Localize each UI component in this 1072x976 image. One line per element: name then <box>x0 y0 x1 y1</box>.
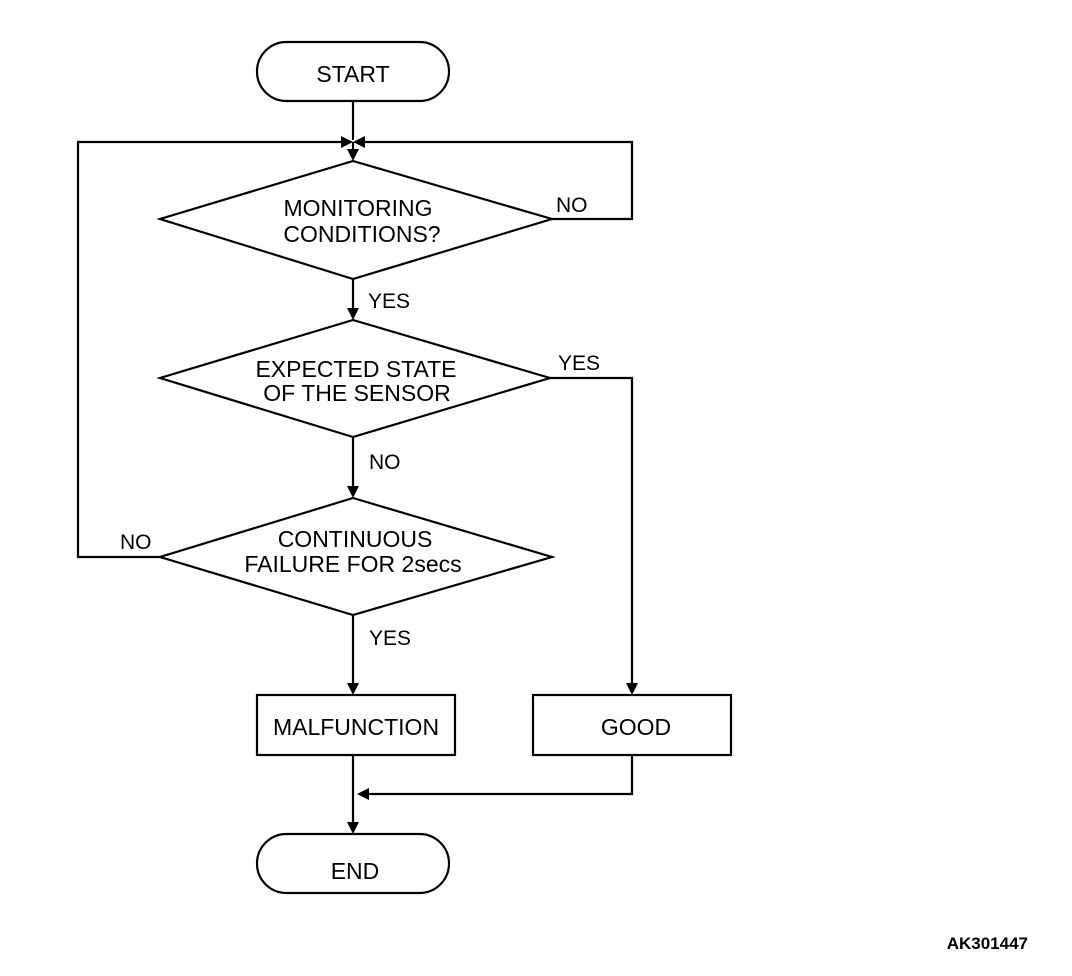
arrowhead-into-good <box>626 683 638 695</box>
start-label: START <box>316 61 389 87</box>
connector-failure-no-loop <box>76 140 341 559</box>
arrowhead-into-malfunction <box>347 683 359 695</box>
start-node: START <box>255 40 451 103</box>
expected-yes-label: YES <box>558 352 600 375</box>
monitoring-conditions-label-line2: CONDITIONS? <box>283 221 440 247</box>
arrowhead-into-end <box>347 822 359 834</box>
connector-expected-yes-to-good <box>550 376 634 683</box>
failure-yes-label: YES <box>369 627 411 650</box>
monitoring-conditions-label-line1: MONITORING <box>283 195 432 221</box>
expected-state-label-line1: EXPECTED STATE <box>255 356 456 382</box>
connector-monitoring-no-loop <box>365 140 634 221</box>
failure-no-label: NO <box>120 531 152 554</box>
continuous-failure-decision: CONTINUOUS FAILURE FOR 2secs <box>156 496 556 617</box>
end-node: END <box>255 832 451 895</box>
monitoring-yes-label: YES <box>368 290 410 313</box>
arrowhead-monitoring-no-loop <box>353 136 365 148</box>
continuous-failure-label-line2: FAILURE FOR 2secs <box>244 551 461 577</box>
figure-id-label: AK301447 <box>946 934 1028 953</box>
monitoring-no-label: NO <box>556 194 588 217</box>
arrowhead-good-merge <box>357 788 369 800</box>
good-label: GOOD <box>601 714 671 740</box>
connector-good-to-merge <box>369 755 634 796</box>
expected-state-decision: EXPECTED STATE OF THE SENSOR <box>156 318 554 439</box>
continuous-failure-label-line1: CONTINUOUS <box>278 526 433 552</box>
expected-state-label-line2: OF THE SENSOR <box>263 380 450 406</box>
malfunction-node: MALFUNCTION <box>255 693 457 757</box>
arrowhead-into-failure <box>347 486 359 498</box>
arrowhead-into-monitoring <box>347 149 359 161</box>
good-node: GOOD <box>531 693 733 757</box>
end-label: END <box>331 858 380 884</box>
arrowhead-into-expected <box>347 308 359 320</box>
malfunction-box <box>255 693 457 757</box>
expected-no-label: NO <box>369 451 401 474</box>
monitoring-conditions-decision: MONITORING CONDITIONS? <box>156 159 556 281</box>
malfunction-label: MALFUNCTION <box>273 714 439 740</box>
end-terminal-shape <box>255 832 451 895</box>
arrowhead-failure-no-loop <box>341 136 353 148</box>
